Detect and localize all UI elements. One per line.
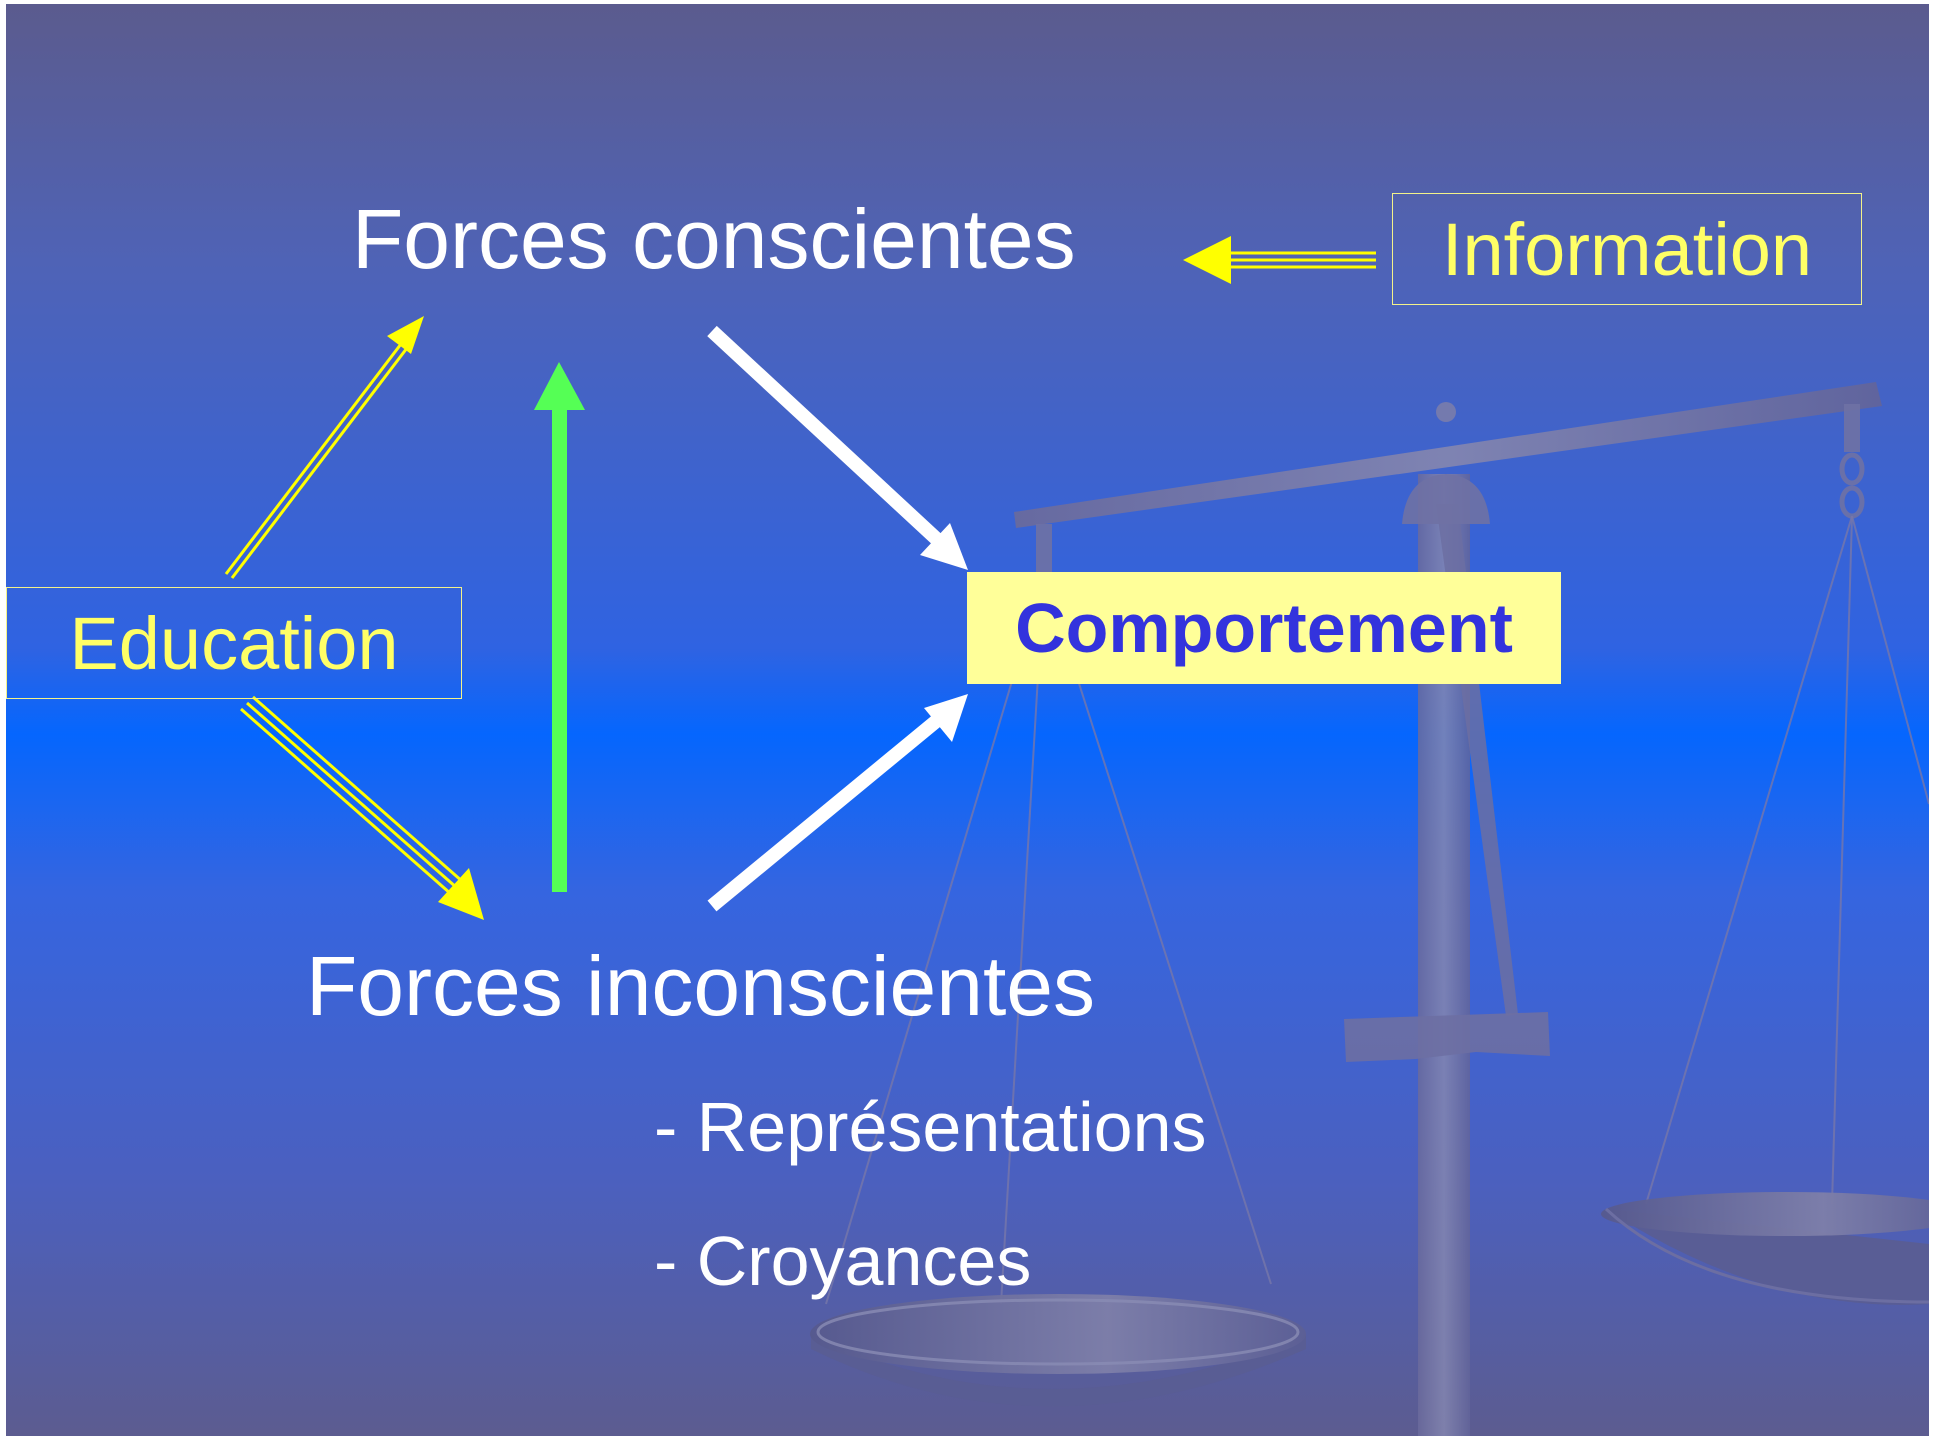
conscious-forces-label: Forces conscientes (352, 192, 1076, 286)
education-box: Education (6, 587, 462, 699)
arrow-information-to-conscious (1183, 236, 1376, 284)
behavior-label: Comportement (1015, 589, 1513, 667)
arrow-unconscious-to-conscious (534, 362, 585, 892)
unconscious-forces-label: Forces inconscientes (306, 939, 1096, 1033)
information-box: Information (1392, 193, 1862, 305)
information-label: Information (1441, 207, 1813, 291)
arrow-education-to-conscious (224, 316, 424, 579)
behavior-box: Comportement (967, 572, 1561, 684)
arrow-unconscious-to-behavior (707, 694, 968, 912)
arrow-conscious-to-behavior (707, 325, 968, 570)
slide: Forces conscientes Forces inconscientes … (6, 4, 1929, 1436)
diagram-arrows (224, 236, 1376, 920)
education-label: Education (69, 601, 399, 685)
arrow-education-to-unconscious (240, 695, 484, 920)
unconscious-item-representations: - Représentations (654, 1088, 1207, 1166)
unconscious-item-beliefs: - Croyances (654, 1222, 1032, 1300)
